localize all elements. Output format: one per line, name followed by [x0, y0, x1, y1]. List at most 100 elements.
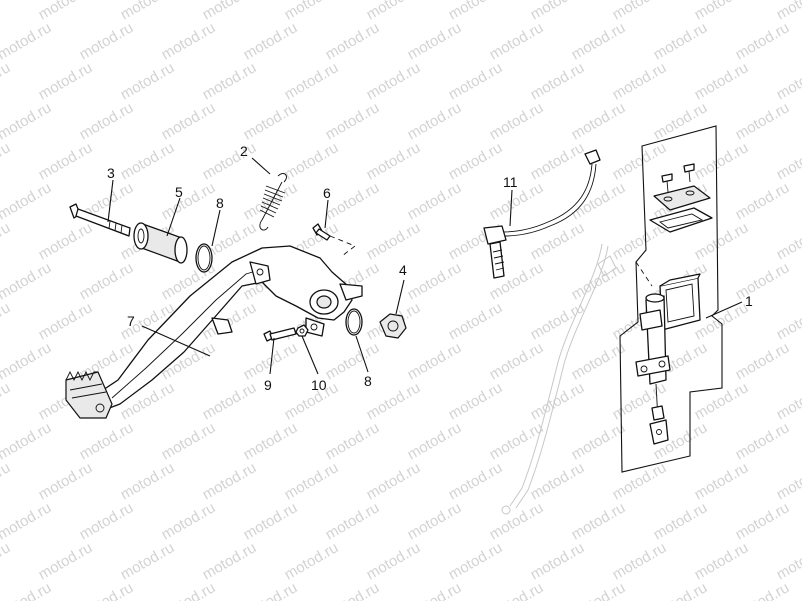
watermark-text: motod.ru: [0, 419, 54, 463]
watermark-text: motod.ru: [0, 499, 54, 543]
watermark-text: motod.ru: [200, 379, 260, 423]
leader-lines: [107, 157, 743, 375]
watermark-text: motod.ru: [36, 459, 96, 503]
watermark-text: motod.ru: [118, 59, 178, 103]
watermark-text: motod.ru: [0, 299, 13, 343]
part-8-o-ring-right: [345, 308, 363, 336]
watermark-text: motod.ru: [200, 459, 260, 503]
watermark-text: motod.ru: [528, 139, 588, 183]
part-3-bolt: [69, 203, 131, 237]
watermark-text: motod.ru: [159, 99, 219, 143]
part-1-master-cylinder: [635, 163, 713, 445]
watermark-text: motod.ru: [774, 0, 802, 23]
watermark-text: motod.ru: [0, 19, 54, 63]
watermark-text: motod.ru: [118, 459, 178, 503]
watermark-text: motod.ru: [364, 219, 424, 263]
watermark-text: motod.ru: [364, 459, 424, 503]
watermark-text: motod.ru: [569, 19, 629, 63]
callout-5: 5: [175, 184, 183, 200]
watermark-text: motod.ru: [77, 259, 137, 303]
watermark-text: motod.ru: [0, 0, 13, 23]
watermark-text: motod.ru: [159, 419, 219, 463]
watermark-text: motod.ru: [0, 219, 13, 263]
callout-4: 4: [399, 262, 407, 278]
callout-8-right: 8: [364, 373, 372, 389]
watermark-text: motod.ru: [77, 19, 137, 63]
watermark-text: motod.ru: [733, 99, 793, 143]
watermark-text: motod.ru: [282, 459, 342, 503]
watermark-text: motod.ru: [323, 339, 383, 383]
watermark-text: motod.ru: [446, 299, 506, 343]
watermark-text: motod.ru: [241, 579, 301, 601]
watermark-text: motod.ru: [323, 579, 383, 601]
watermark-text: motod.ru: [487, 19, 547, 63]
part-6-pin: [312, 223, 356, 257]
watermark-text: motod.ru: [282, 539, 342, 583]
watermark-text: motod.ru: [528, 539, 588, 583]
watermark-text: motod.ru: [405, 19, 465, 63]
watermark-text: motod.ru: [651, 579, 711, 601]
watermark-text: motod.ru: [774, 59, 802, 103]
watermark-text: motod.ru: [0, 99, 54, 143]
watermark-text: motod.ru: [692, 299, 752, 343]
watermark-text: motod.ru: [528, 59, 588, 103]
watermark-text: motod.ru: [323, 499, 383, 543]
callout-6: 6: [323, 185, 331, 201]
watermark-text: motod.ru: [733, 259, 793, 303]
watermark-text: motod.ru: [323, 19, 383, 63]
watermark-text: motod.ru: [364, 539, 424, 583]
watermark-text: motod.ru: [0, 59, 13, 103]
watermark-text: motod.ru: [36, 59, 96, 103]
watermark-text: motod.ru: [323, 99, 383, 143]
watermark-text: motod.ru: [405, 339, 465, 383]
watermark-text: motod.ru: [569, 499, 629, 543]
watermark-text: motod.ru: [446, 379, 506, 423]
part-1-frame: [619, 125, 723, 473]
watermark-text: motod.ru: [487, 99, 547, 143]
watermark-text: motod.ru: [651, 499, 711, 543]
watermark-text: motod.ru: [651, 19, 711, 63]
watermark-text: motod.ru: [405, 499, 465, 543]
watermark-text: motod.ru: [733, 339, 793, 383]
watermark-text: motod.ru: [0, 139, 13, 183]
callout-8-left: 8: [216, 195, 224, 211]
part-8-o-ring-left: [195, 243, 213, 273]
callout-7: 7: [127, 313, 135, 329]
watermark-text: motod.ru: [36, 219, 96, 263]
watermark-text: motod.ru: [446, 459, 506, 503]
watermark-text: motod.ru: [692, 139, 752, 183]
watermark-text: motod.ru: [36, 539, 96, 583]
watermark-text: motod.ru: [528, 379, 588, 423]
part-5-bushing: [133, 222, 188, 264]
watermark-text: motod.ru: [692, 59, 752, 103]
watermark-text: motod.ru: [528, 219, 588, 263]
watermark-text: motod.ru: [569, 579, 629, 601]
part-2-spring: [259, 173, 287, 231]
watermark-text: motod.ru: [241, 419, 301, 463]
callout-2: 2: [240, 143, 248, 159]
watermark-text: motod.ru: [774, 219, 802, 263]
watermark-text: motod.ru: [487, 339, 547, 383]
watermark-text: motod.ru: [200, 539, 260, 583]
watermark-text: motod.ru: [364, 59, 424, 103]
watermark-text: motod.ru: [0, 379, 13, 423]
watermark-text: motod.ru: [774, 459, 802, 503]
watermark-text: motod.ru: [610, 539, 670, 583]
watermark-text: motod.ru: [692, 219, 752, 263]
watermark-text: motod.ru: [610, 459, 670, 503]
watermark-text: motod.ru: [446, 59, 506, 103]
watermark-text: motod.ru: [733, 19, 793, 63]
callout-9: 9: [264, 377, 272, 393]
part-10-nut: [295, 324, 309, 337]
watermark-text: motod.ru: [0, 179, 54, 223]
watermark-text: motod.ru: [405, 99, 465, 143]
watermark-text: motod.ru: [405, 579, 465, 601]
ghost-cable: [501, 243, 617, 515]
watermark-text: motod.ru: [405, 419, 465, 463]
watermark-text: motod.ru: [241, 499, 301, 543]
watermark-text: motod.ru: [36, 299, 96, 343]
watermark-text: motod.ru: [241, 99, 301, 143]
watermark-text: motod.ru: [692, 379, 752, 423]
watermark-text: motod.ru: [159, 19, 219, 63]
